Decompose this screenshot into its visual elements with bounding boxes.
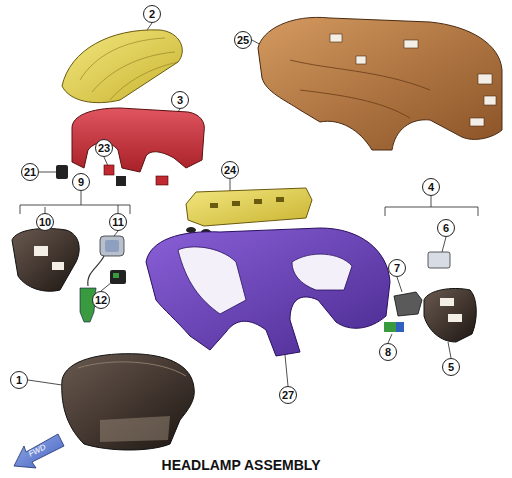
- callout-number: 21: [21, 163, 39, 181]
- callout-number: 12: [92, 291, 110, 309]
- callout-number: 3: [171, 91, 189, 109]
- callout-number: 27: [279, 386, 297, 404]
- callout-number: 4: [422, 178, 440, 196]
- callout-number: 10: [36, 213, 54, 231]
- callout-number: 11: [109, 213, 127, 231]
- callout-number: 2: [143, 5, 161, 23]
- callout-number: 9: [72, 173, 90, 191]
- callout-number: 6: [437, 219, 455, 237]
- callout-number: 5: [442, 358, 460, 376]
- callout-number: 24: [221, 161, 239, 179]
- callout-number: 25: [234, 31, 252, 49]
- callout-number: 7: [388, 259, 406, 277]
- callout-number: 8: [379, 343, 397, 361]
- callout-number: 1: [10, 371, 28, 389]
- diagram-title: HEADLAMP ASSEMBLY: [162, 457, 321, 473]
- callout-number: 23: [95, 139, 113, 157]
